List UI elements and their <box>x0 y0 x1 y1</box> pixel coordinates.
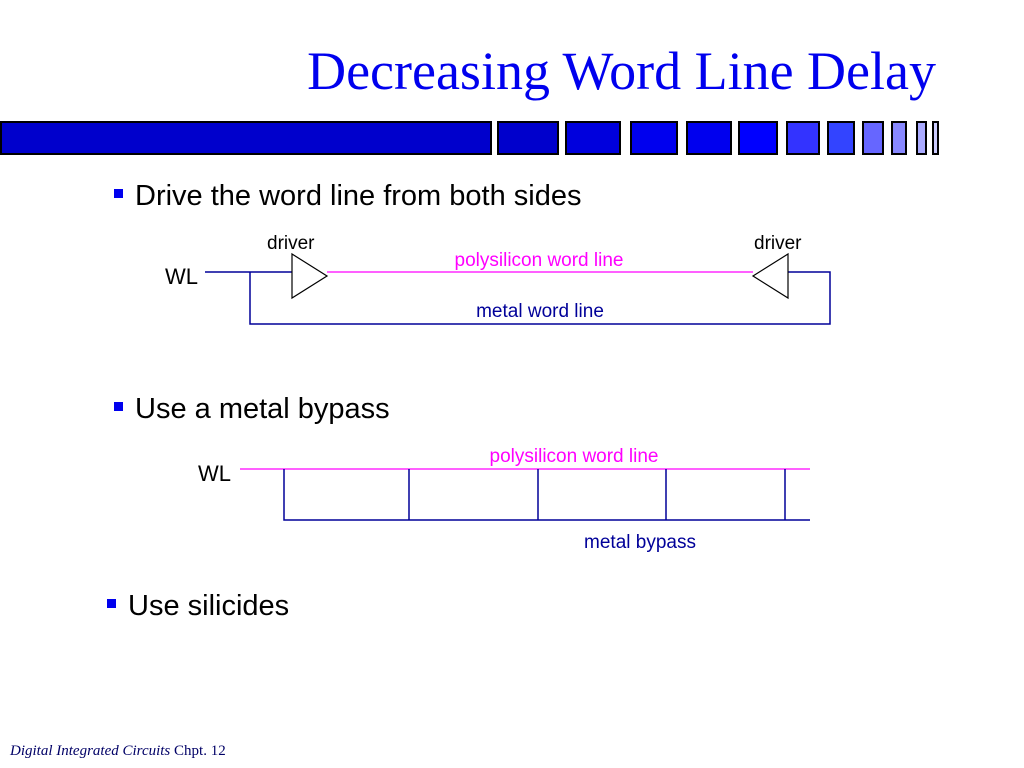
header-bar-segment <box>565 121 621 155</box>
bullet-square-icon <box>107 598 116 608</box>
header-bar-segment <box>0 121 492 155</box>
header-bar-segment <box>932 121 939 155</box>
header-bar-segment <box>827 121 855 155</box>
metal-bypass-line <box>283 469 810 521</box>
header-bar-segment <box>862 121 884 155</box>
driver-left-icon <box>291 252 329 300</box>
poly-label: polysilicon word line <box>455 250 624 271</box>
bullet-silicides: Use silicides <box>107 590 289 623</box>
slide-title: Decreasing Word Line Delay <box>307 41 936 101</box>
footer-book: Digital Integrated Circuits <box>10 743 171 759</box>
bullet-drive-both-sides: Drive the word line from both sides <box>114 180 581 213</box>
metal-label: metal word line <box>476 301 604 322</box>
driver-right-icon <box>751 252 789 300</box>
header-bar-segment <box>891 121 907 155</box>
header-bar-segment <box>738 121 778 155</box>
diagram-double-driver: WL driver driver polysilicon word line m… <box>165 233 831 325</box>
bullet-metal-bypass: Use a metal bypass <box>114 393 390 426</box>
header-bar-segment <box>786 121 820 155</box>
driver-right-label: driver <box>754 233 802 254</box>
bullet-square-icon <box>114 188 123 198</box>
driver-left-label: driver <box>267 233 315 254</box>
wl-label: WL <box>198 461 231 486</box>
diagram-metal-bypass: WL polysilicon word line metal bypass <box>198 446 810 553</box>
header-bar-segment <box>497 121 559 155</box>
header-bar-segment <box>916 121 927 155</box>
wl-label: WL <box>165 264 198 289</box>
metal-word-line <box>249 271 831 325</box>
header-bar-segment <box>686 121 732 155</box>
bullet-square-icon <box>114 401 123 411</box>
poly-label: polysilicon word line <box>490 446 659 467</box>
metal-bypass-label: metal bypass <box>584 532 696 553</box>
slide-footer: Digital Integrated Circuits Chpt. 12 <box>10 743 226 760</box>
footer-chapter: Chpt. 12 <box>174 743 226 759</box>
header-bar-segment <box>630 121 678 155</box>
